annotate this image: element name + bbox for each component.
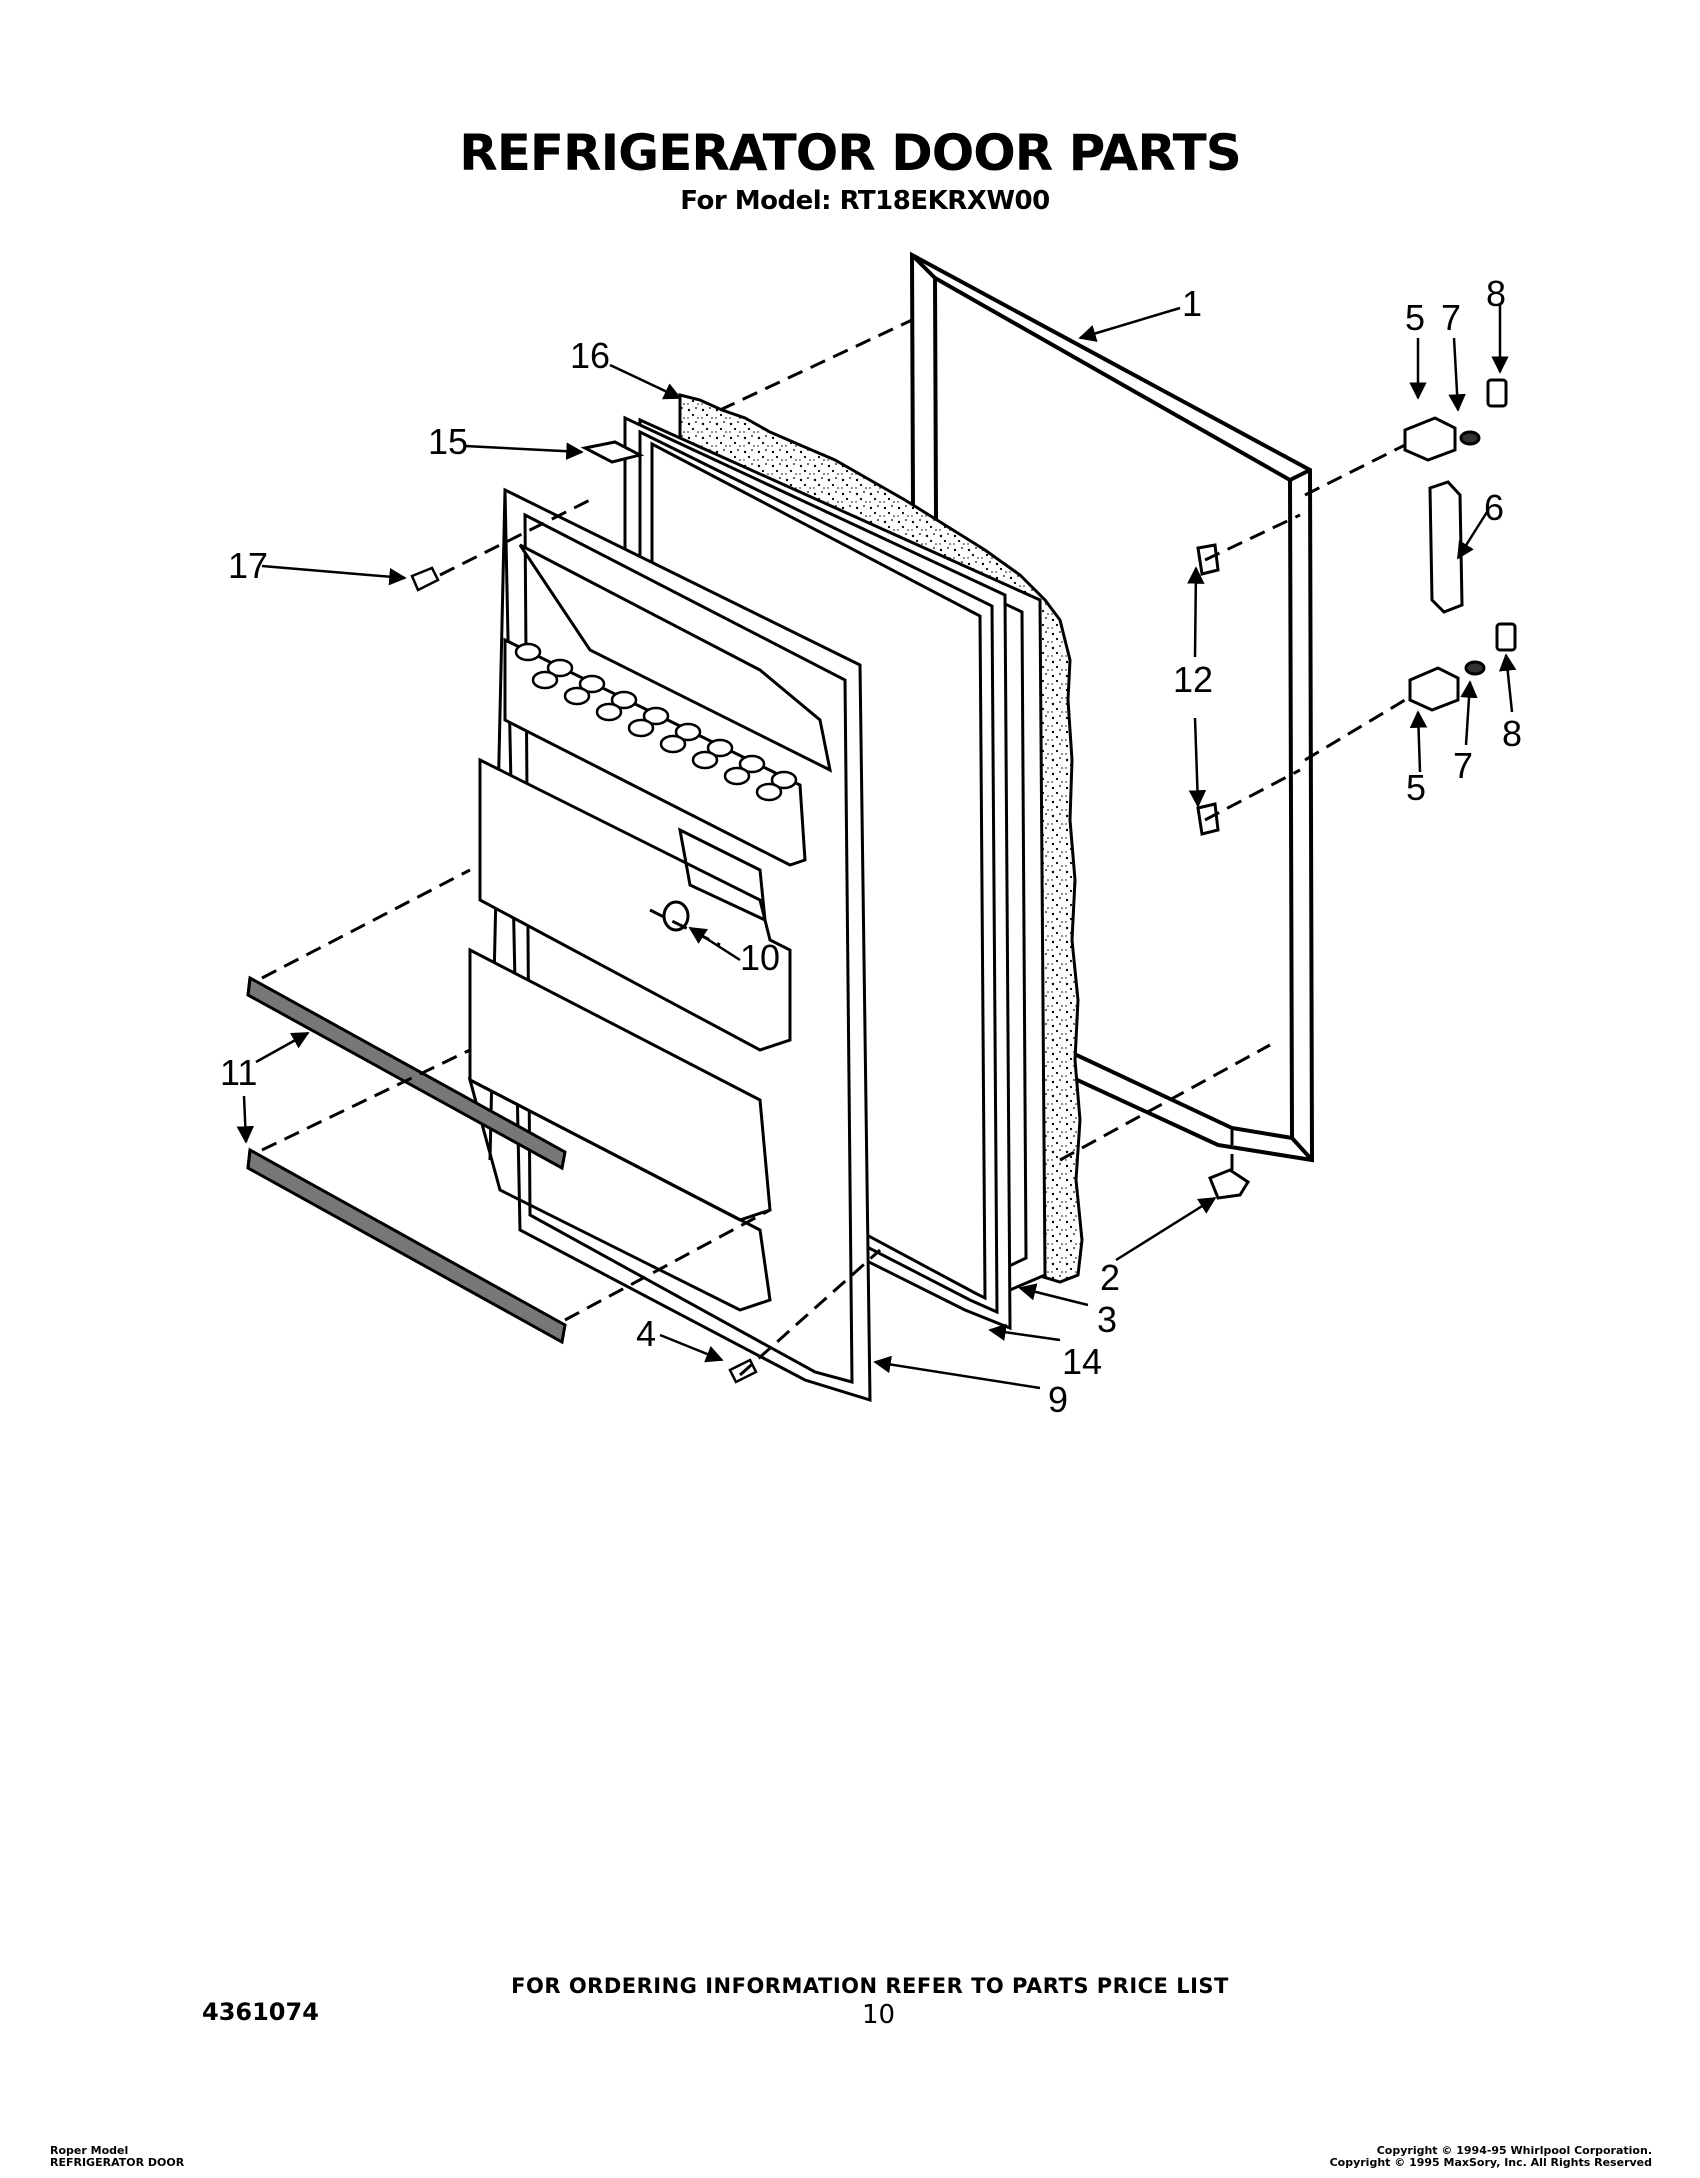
hinge-hardware (1196, 378, 1517, 1200)
callout-1: 1 (1182, 283, 1202, 324)
callout-8-top: 8 (1486, 273, 1506, 314)
callout-5-top: 5 (1405, 297, 1425, 338)
shelf-retainer-bars (246, 975, 567, 1345)
section-label: REFRIGERATOR DOOR (50, 2156, 185, 2169)
callout-6: 6 (1484, 487, 1504, 528)
top-trim-strip (580, 440, 645, 464)
callout-14: 14 (1062, 1341, 1102, 1382)
callout-9: 9 (1048, 1379, 1068, 1420)
model-brand-label: Roper Model (50, 2144, 129, 2157)
leader-arrows (236, 303, 1517, 1390)
callout-10: 10 (740, 937, 780, 978)
callout-5-bottom: 5 (1406, 767, 1426, 808)
callout-16: 16 (570, 335, 610, 376)
callout-7-top: 7 (1441, 297, 1461, 338)
callout-15: 15 (428, 421, 468, 462)
callout-8-bottom: 8 (1502, 713, 1522, 754)
copyright-line-2: Copyright © 1995 MaxSory, Inc. All Right… (1329, 2156, 1652, 2169)
callout-4: 4 (636, 1313, 656, 1354)
callout-2: 2 (1100, 1257, 1120, 1298)
model-subtitle: For Model: RT18EKRXW00 (680, 186, 1050, 216)
callout-11: 11 (220, 1052, 257, 1093)
callout-17: 17 (228, 545, 268, 586)
ordering-info-note: FOR ORDERING INFORMATION REFER TO PARTS … (511, 1974, 1229, 1998)
alignment-lines (261, 318, 1406, 1377)
page-title: REFRIGERATOR DOOR PARTS (459, 124, 1242, 182)
callout-12: 12 (1173, 659, 1213, 700)
callout-7-bottom: 7 (1453, 745, 1473, 786)
document-number: 4361074 (202, 1998, 319, 2026)
copyright-line-1: Copyright © 1994-95 Whirlpool Corporatio… (1376, 2144, 1652, 2157)
callout-3: 3 (1097, 1299, 1117, 1340)
page-number: 10 (862, 2000, 896, 2030)
egg-rack (514, 642, 798, 802)
